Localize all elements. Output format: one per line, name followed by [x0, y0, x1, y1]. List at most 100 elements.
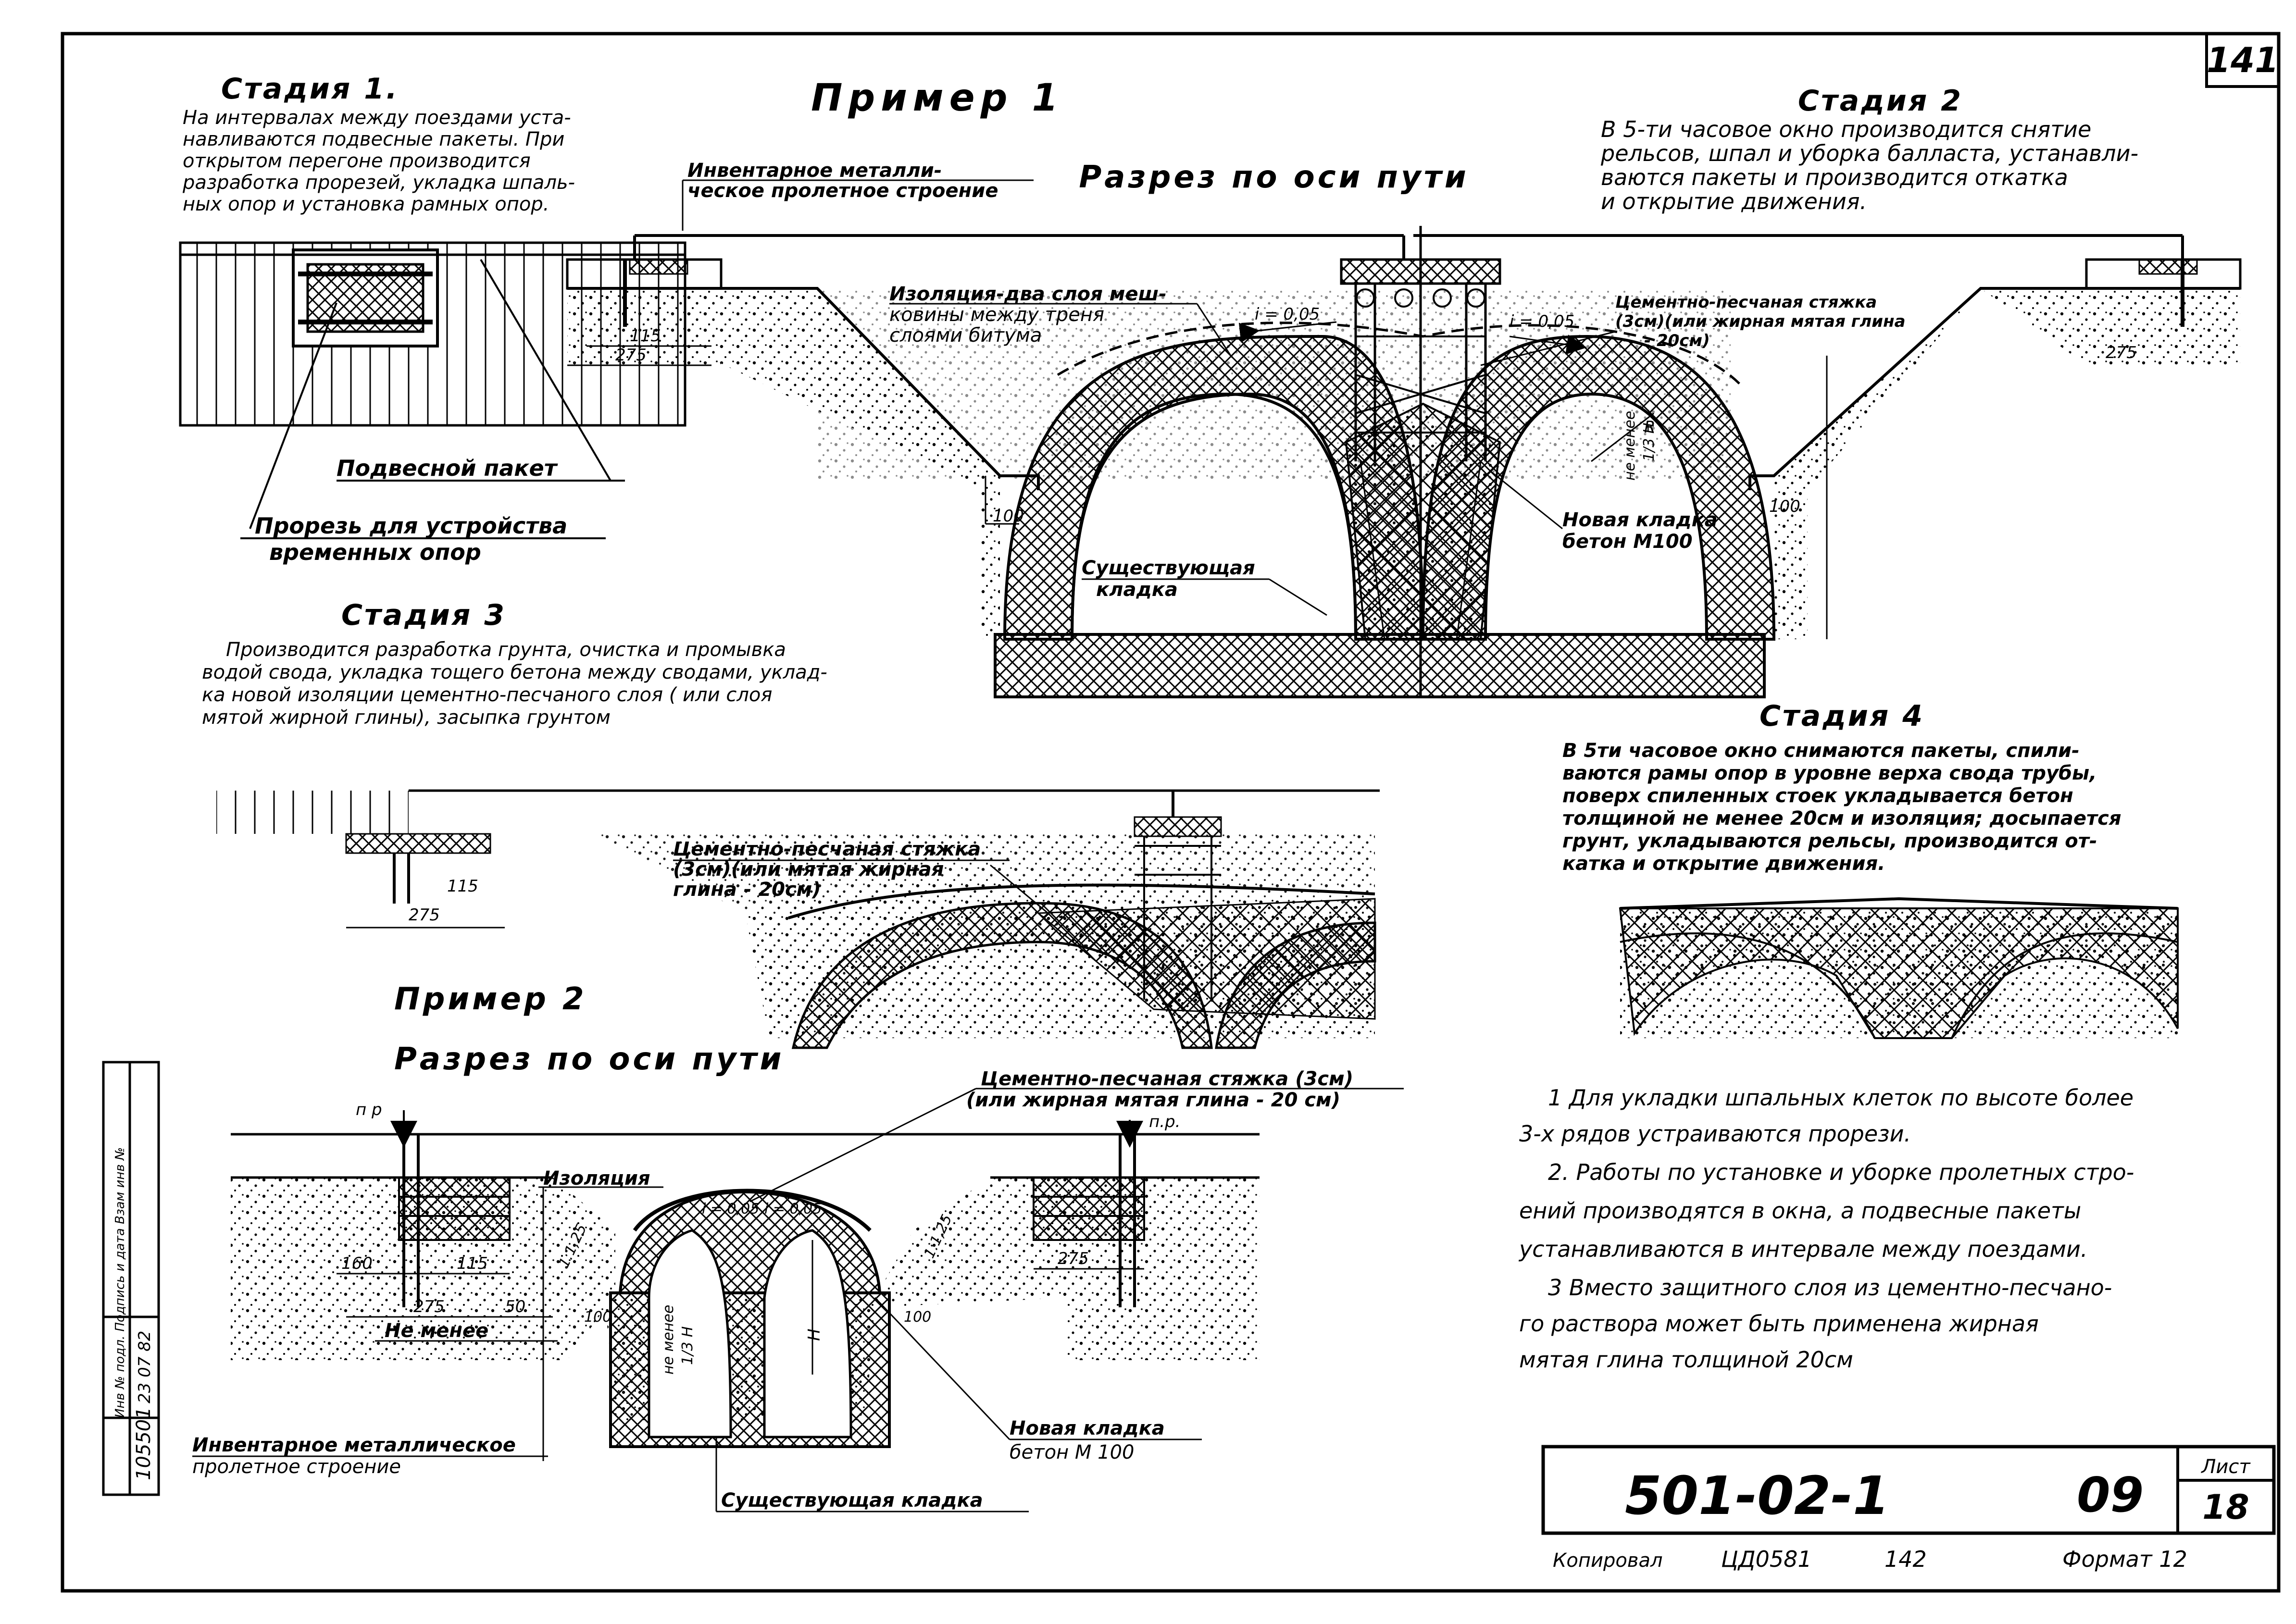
corner-number: 141 [2207, 40, 2279, 80]
corner-box [2205, 32, 2280, 88]
copy-label: Копировал [1553, 1550, 1663, 1572]
stage1-block: Стадия 1. На интервалах между поездами у… [182, 72, 575, 215]
ex2-dim-min2: не менее [660, 1305, 677, 1375]
example2-title: Пример 2 [394, 981, 587, 1017]
stage3-title: Стадия 3 [341, 598, 506, 632]
ex1-insulation-2: ковины между треня [889, 304, 1104, 326]
ex2-dim-100b: 100 [904, 1309, 931, 1326]
stage2-line-1: В 5-ти часовое окно производится снятие [1601, 116, 2091, 142]
title-block: 501-02-1 09 Лист 18 Копировал ЦД0581 142… [1541, 1445, 2276, 1572]
stage3-line-1: Производится разработка грунта, очистка … [226, 639, 786, 661]
note-line-4: ений производятся в окна, а подвесные па… [1519, 1198, 2081, 1224]
st3-screed-3: глина - 20см) [673, 879, 821, 901]
stage1-line-1: На интервалах между поездами уста- [183, 107, 571, 129]
cut-label-1: Прорезь для устройства [255, 513, 567, 539]
stage3-line-4: мятой жирной глины), засыпка грунтом [202, 707, 611, 729]
note-line-3: 2. Работы по установке и уборке пролетны… [1548, 1159, 2134, 1185]
ex1-dim-115: 115 [630, 326, 661, 346]
example1-title: Пример 1 [811, 76, 1064, 120]
example1-section: Разрез по оси пути [1079, 160, 1469, 195]
ex1-existing-2: кладка [1096, 579, 1178, 601]
stage4-line-1: В 5ти часовое окно снимаются пакеты, спи… [1562, 740, 2080, 762]
note-line-6: 3 Вместо защитного слоя из цементно-песч… [1548, 1275, 2112, 1301]
ex2-dim-min: Не менее [385, 1320, 488, 1342]
list-label: Лист [2200, 1456, 2251, 1478]
ex1-screed-2: (3см)(или жирная мятая глина [1615, 312, 1906, 331]
stage1-line-5: ных опор и установка рамных опор. [183, 193, 549, 215]
ex2-insulation: Изоляция [543, 1167, 650, 1190]
ex2-span-1: Инвентарное металлическое [192, 1434, 516, 1456]
ex1-new-2: бетон М100 [1562, 531, 1693, 553]
ex1-screed-1: Цементно-песчаная стяжка [1615, 293, 1877, 312]
ex2-new-2: бетон М 100 [1010, 1441, 1135, 1463]
stage2-line-3: ваются пакеты и производится откатка [1601, 164, 2068, 190]
ex1-dim-h: 1/3 H [1641, 423, 1658, 461]
stage4-drawing [1619, 897, 2179, 1039]
stage2-title: Стадия 2 [1798, 84, 1963, 118]
stage4-title: Стадия 4 [1759, 699, 1924, 733]
stage1-line-4: разработка прорезей, укладка шпаль- [182, 172, 575, 194]
ex1-slope-right: i = 0,05 [1510, 312, 1574, 331]
ex2-dim-115: 115 [457, 1254, 488, 1273]
ex1-dim-100: 100 [993, 507, 1024, 526]
ex2-slope-b: i = 0,05 [764, 1201, 822, 1217]
copy-num: 142 [1884, 1546, 1927, 1572]
example2-section: Разрез по оси пути [394, 1041, 784, 1077]
stage1-line-3: открытом перегоне производится [183, 150, 531, 172]
cut-label-2: временных опор [269, 539, 481, 565]
side-sign: Инв № подл. Подпись и дата Взам инв № [113, 1147, 127, 1418]
ex1-span-label-1: Инвентарное металли- [687, 160, 942, 182]
ex1-dim-r: R [1644, 418, 1656, 437]
suspended-label: Подвесной пакет [337, 455, 558, 481]
copy-code: ЦД0581 [1721, 1546, 1812, 1572]
st3-dim-275: 275 [409, 905, 440, 925]
ex1-span-label-2: ческое пролетное строение [687, 180, 998, 202]
note-line-1: 1 Для укладки шпальных клеток по высоте … [1548, 1085, 2134, 1111]
st3-dim-115: 115 [447, 877, 478, 896]
ex1-dim-275-right: 275 [2106, 343, 2137, 362]
ex2-pr-right: п.р. [1149, 1112, 1180, 1131]
note-line-8: мятая глина толщиной 20см [1519, 1347, 1853, 1373]
stage1-title: Стадия 1. [221, 72, 399, 106]
example1-section-drawing: 115 275 275 100 100 не менее 1/3 H R i =… [566, 160, 2242, 698]
stage2-block: Стадия 2 В 5-ти часовое окно производитс… [1600, 84, 2138, 214]
note-line-2: 3-х рядов устраиваются прорези. [1519, 1121, 1911, 1147]
ex2-dim-100a: 100 [584, 1309, 611, 1326]
ex2-slope-a: i = 0,05 [702, 1201, 759, 1217]
example2-drawing: п р п.р. 160 115 275 50 275 Не менее 100… [192, 1068, 1404, 1512]
ex1-new-1: Новая кладка [1562, 509, 1718, 531]
ex2-screed-1: Цементно-песчаная стяжка (3см) [981, 1068, 1353, 1090]
stage3-line-2: водой свода, укладка тощего бетона между… [202, 661, 827, 683]
format-label: Формат 12 [2062, 1546, 2187, 1572]
ex2-dim-hh: H [805, 1328, 824, 1341]
side-inv: 105501 [133, 1407, 155, 1480]
ex1-slope-left: i = 0,05 [1255, 305, 1320, 324]
ex2-pr-left: п р [356, 1100, 382, 1119]
stage1-line-2: навливаются подвесные пакеты. При [183, 128, 564, 150]
stage4-block: Стадия 4 В 5ти часовое окно снимаются па… [1562, 699, 2121, 875]
ex2-dim-275b: 275 [1058, 1249, 1089, 1268]
list-number: 18 [2202, 1488, 2249, 1527]
st3-screed-2: (3см)(или мятая жирная [673, 858, 944, 880]
stage4-line-4: толщиной не менее 20см и изоляция; досып… [1562, 807, 2121, 830]
notes-block: 1 Для укладки шпальных клеток по высоте … [1518, 1085, 2134, 1373]
ex2-dim-h: 1/3 H [679, 1326, 696, 1365]
st3-screed-1: Цементно-песчаная стяжка [673, 838, 981, 860]
ex1-insulation-1: Изоляция-два слоя меш- [889, 283, 1167, 305]
stage4-line-2: ваются рамы опор в уровне верха свода тр… [1562, 762, 2096, 784]
ex2-dim-160: 160 [341, 1254, 373, 1273]
side-date: 23 07 82 [135, 1331, 154, 1403]
sheet-part: 09 [2077, 1467, 2144, 1523]
ex1-screed-3: - 20см) [1644, 331, 1710, 350]
ex1-insulation-3: слоями битума [889, 324, 1042, 347]
stage4-line-5: грунт, укладываются рельсы, производится… [1562, 830, 2097, 852]
ex2-screed-2: (или жирная мятая глина - 20 см) [966, 1089, 1340, 1111]
stage3-drawing: 275 115 Цементно-песчаная стяжка (3см)(и… [216, 789, 1380, 1049]
note-line-5: устанавливаются в интервале между поезда… [1518, 1236, 2087, 1262]
stage4-line-6: катка и открытие движения. [1562, 853, 1885, 875]
stage3-block: Стадия 3 Производится разработка грунта,… [202, 598, 827, 729]
stage4-line-3: поверх спиленных стоек укладывается бето… [1562, 785, 2073, 807]
sheet-frame [61, 32, 2281, 1593]
note-line-7: го раствора может быть применена жирная [1519, 1311, 2039, 1337]
